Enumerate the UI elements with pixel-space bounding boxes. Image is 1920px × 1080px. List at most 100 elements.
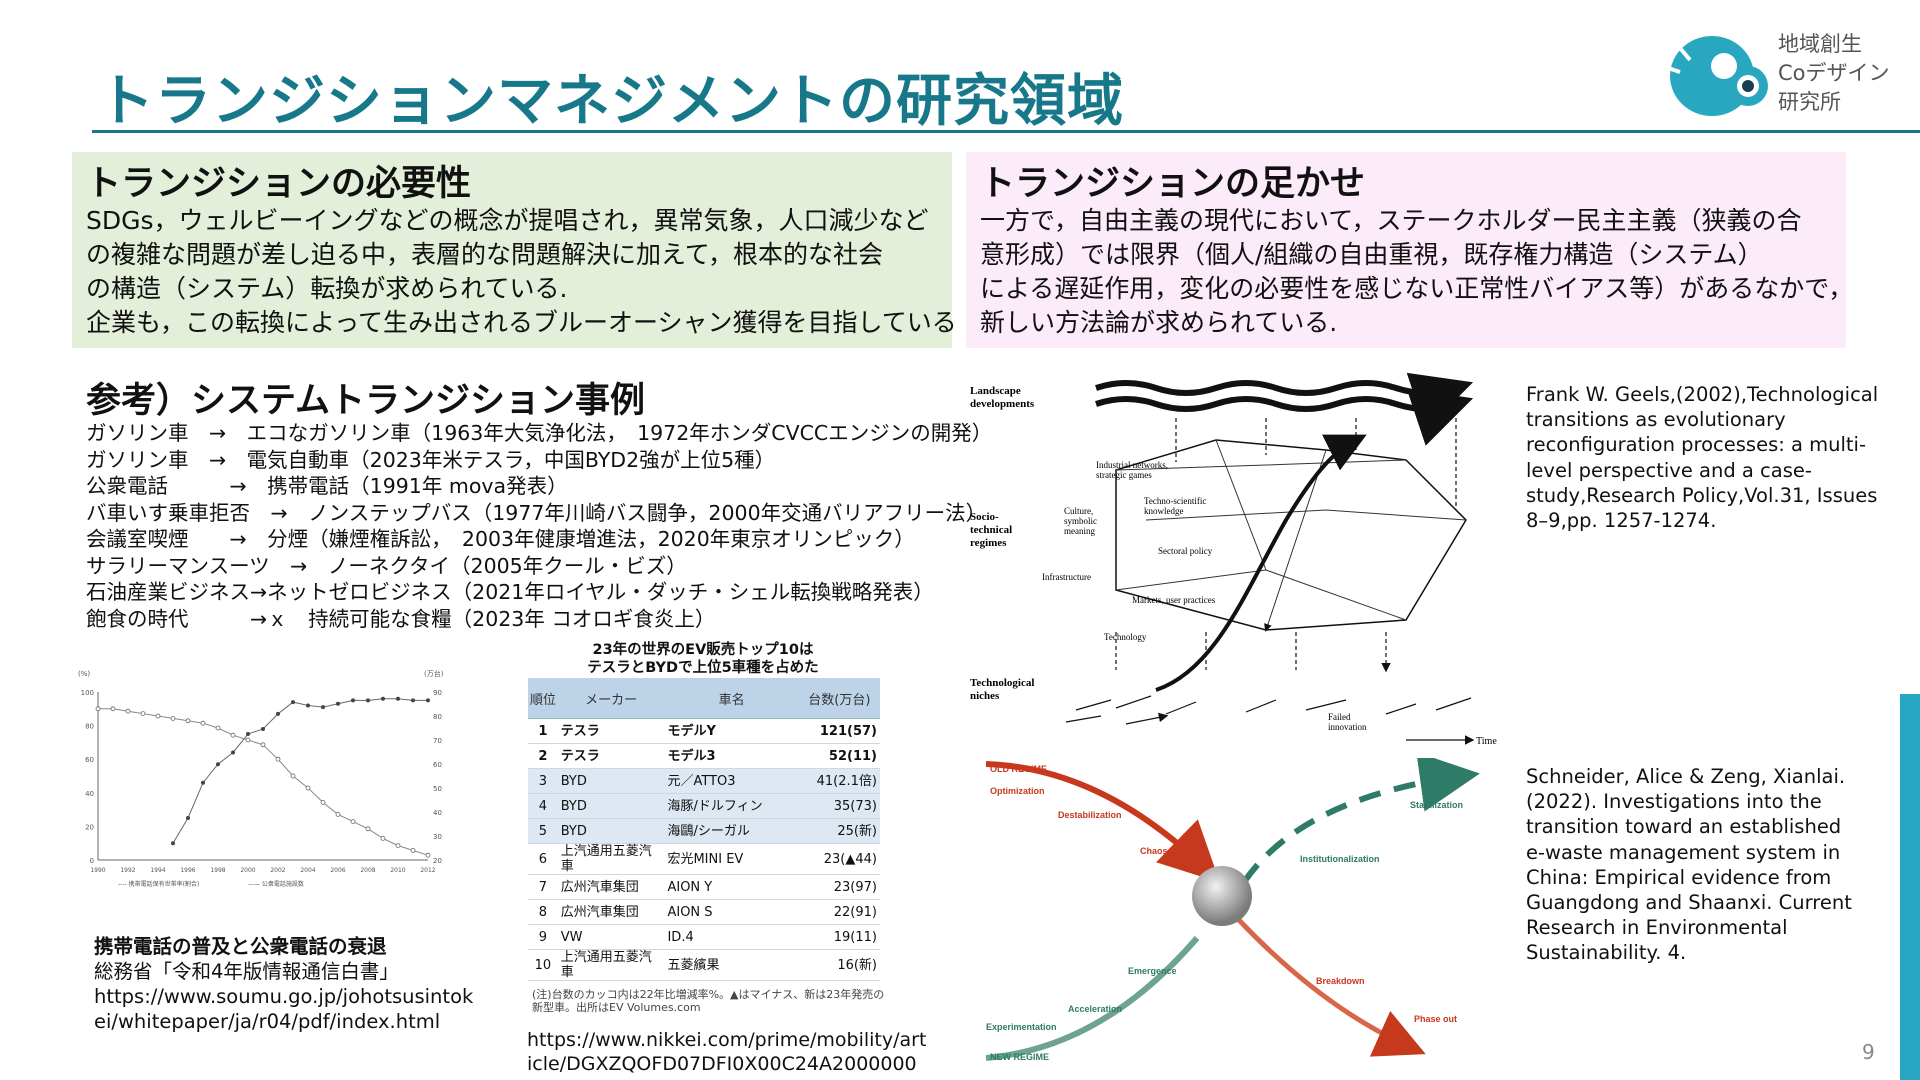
- mobile-share-point: [321, 705, 325, 710]
- car-cell: 海豚/ドルフィン: [664, 793, 799, 819]
- shackles-line: 一方で，自由主義の現代において，ステークホルダー民主主義（狭義の合: [980, 206, 1802, 235]
- left-tick-label: 60: [85, 756, 94, 764]
- rank-cell: 7: [528, 874, 558, 900]
- maker-cell: BYD: [557, 793, 665, 819]
- mlp-label-part: niches: [970, 690, 1000, 702]
- mlp-label-part: Socio-: [970, 511, 999, 523]
- schneider-citation: Schneider, Alice & Zeng, Xianlai. (2022)…: [1526, 764, 1896, 966]
- mobile-share-point: [201, 780, 205, 785]
- rank-cell: 1: [528, 718, 558, 744]
- maker-cell: VW: [557, 924, 665, 950]
- logo-line: 地域創生: [1778, 32, 1862, 56]
- x-tick-label: 2002: [270, 867, 285, 874]
- mobile-share-point: [306, 703, 310, 708]
- car-cell: AION Y: [664, 874, 799, 900]
- rank-cell: 9: [528, 924, 558, 950]
- citation-line: China: Empirical evidence from: [1526, 865, 1832, 889]
- mobile-chart-caption: 携帯電話の普及と公衆電話の衰退 総務省「令和4年版情報通信白書」 https:/…: [94, 934, 473, 1034]
- mlp-label-part: technical: [970, 524, 1012, 536]
- example-item: サラリーマンスーツ → ノーネクタイ（2005年クール・ビズ）: [86, 553, 687, 578]
- public-phone-point: [305, 785, 311, 791]
- mobile-share-point: [246, 732, 250, 736]
- car-cell: 海鷗/シーガル: [664, 818, 799, 844]
- x-tick-label: 1990: [90, 867, 105, 874]
- mobile-caption-url[interactable]: ei/whitepaper/ja/r04/pdf/index.html: [94, 1010, 441, 1033]
- ev-url-line[interactable]: https://www.nikkei.com/prime/mobility/ar…: [527, 1029, 927, 1051]
- citation-line: level perspective and a case-: [1526, 458, 1812, 482]
- public-phone-point: [215, 725, 221, 731]
- chaos-label: Chaos: [1140, 846, 1168, 856]
- public-phone-point: [260, 742, 266, 748]
- necessity-line: の複雑な問題が差し迫る中，表層的な問題解決に加えて，根本的な社会: [86, 240, 884, 269]
- mobile-caption-url[interactable]: https://www.soumu.go.jp/johotsusintok: [94, 985, 474, 1008]
- left-tick-label: 40: [85, 790, 94, 798]
- transition-sphere: [1192, 866, 1252, 926]
- necessity-box: トランジションの必要性 SDGs，ウェルビーイングなどの概念が提唱され，異常気象…: [72, 152, 957, 348]
- page-number: 9: [1862, 1040, 1875, 1064]
- mobile-share-point: [366, 698, 370, 703]
- chart-axes: [97, 692, 428, 861]
- mobile-share-point: [171, 841, 175, 846]
- column-header: 台数(万台): [798, 678, 880, 719]
- left-tick-label: 80: [85, 723, 94, 731]
- ev-heading-line: 23年の世界のEV販売トップ10は: [592, 642, 814, 658]
- legend-entry: ---- 携帯電話保有世帯率(割合): [118, 880, 199, 888]
- example-item: 会議室喫煙 → 分煙（嫌煙権訴訟， 2003年健康増進法，2020年東京オリンピ…: [86, 527, 915, 551]
- mobile-share-point: [216, 762, 220, 767]
- rank-cell: 2: [528, 743, 558, 769]
- shackles-body: 一方で，自由主義の現代において，ステークホルダー民主主義（狭義の合 意形成）では…: [980, 204, 1853, 340]
- citation-line: Research in Environmental: [1526, 916, 1788, 940]
- citation-line: 8–9,pp. 1257-1274.: [1526, 509, 1717, 533]
- regime-links: [1115, 439, 1467, 630]
- public-phone-point: [425, 852, 431, 858]
- rank-cell: 4: [528, 793, 558, 819]
- maker-cell: 広州汽車集団: [557, 874, 665, 900]
- phase-out-label: Phase out: [1414, 1014, 1457, 1024]
- ev-url-line[interactable]: icle/DGXZQOFD07DFI0X00C24A2000000: [527, 1053, 917, 1075]
- left-tick-label: 20: [85, 823, 94, 831]
- left-unit-label: (%): [78, 670, 90, 678]
- mobile-share-point: [231, 750, 235, 755]
- mlp-label-part: Landscape: [970, 385, 1021, 397]
- units-cell: 35(73): [798, 793, 880, 819]
- maker-cell: テスラ: [557, 743, 665, 769]
- ev-heading-line: テスラとBYDで上位5車種を占めた: [587, 660, 819, 676]
- units-cell: 52(11): [798, 743, 880, 769]
- mlp-culture-label: Culture, symbolic meaning: [1064, 506, 1099, 536]
- chart-series: [95, 696, 431, 858]
- maker-cell: テスラ: [557, 718, 665, 744]
- example-item: 石油産業ビジネス→ネットゼロビジネス（2021年ロイヤル・ダッチ・シェル転換戦略…: [86, 580, 934, 604]
- emergence-label: Emergence: [1128, 966, 1177, 976]
- units-cell: 16(新): [798, 949, 880, 981]
- units-cell: 25(新): [798, 818, 880, 844]
- public-phone-point: [125, 708, 131, 714]
- shackles-line: 新しい方法論が求められている.: [980, 308, 1338, 337]
- necessity-line: 企業も，この転換によって生み出されるブルーオーシャン獲得を目指している: [86, 308, 957, 337]
- necessity-body: SDGs，ウェルビーイングなどの概念が提唱され，異常気象，人口減少など の複雑な…: [86, 204, 957, 340]
- public-phone-point: [275, 756, 281, 762]
- public-phone-point: [380, 835, 386, 841]
- public-phone-point: [185, 718, 191, 724]
- logo-line: 研究所: [1778, 90, 1841, 114]
- maker-cell: BYD: [557, 768, 665, 794]
- right-tick-label: 40: [433, 809, 442, 817]
- example-item: バ車いす乗車拒否 → ノンステップバス（1977年川崎バス闘争，2000年交通バ…: [86, 500, 987, 525]
- public-phone-point: [230, 732, 236, 738]
- mobile-share-point: [186, 816, 190, 820]
- new-regime-label: NEW REGIME: [990, 1052, 1049, 1062]
- public-phone-point: [320, 799, 326, 805]
- page-title: トランジションマネジメントの研究領域: [98, 69, 1124, 134]
- mobile-share-point: [291, 700, 295, 705]
- mlp-label-part: strategic games: [1096, 470, 1152, 480]
- car-cell: 五菱繽果: [664, 949, 799, 981]
- car-cell: AION S: [664, 899, 799, 925]
- citation-line: Guangdong and Shaanxi. Current: [1526, 891, 1852, 915]
- ev-source-url[interactable]: https://www.nikkei.com/prime/mobility/ar…: [527, 1028, 926, 1076]
- citation-line: study,Research Policy,Vol.31, Issues: [1526, 483, 1878, 507]
- examples-title: 参考）システムトランジション事例: [86, 381, 645, 421]
